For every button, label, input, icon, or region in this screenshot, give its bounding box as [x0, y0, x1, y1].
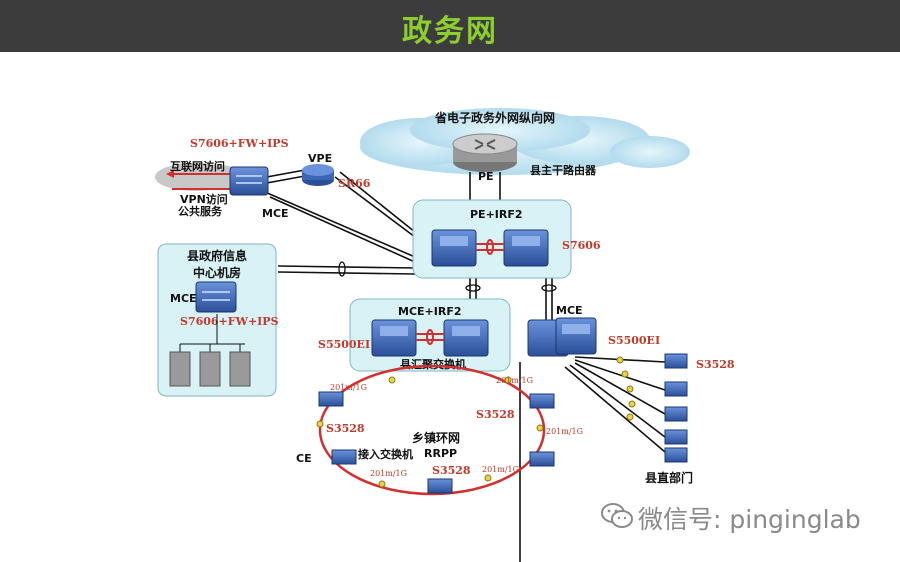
vpn-access-label-2: 公共服务	[178, 204, 223, 218]
s7606-label: S7606	[562, 239, 601, 252]
ring-switch-left-model: S3528	[326, 422, 365, 435]
vpn-access-label-1: VPN访问	[180, 192, 228, 206]
server-icon	[229, 351, 251, 387]
mce-switch-left-icon	[371, 319, 417, 357]
dept-switch-icon	[664, 353, 688, 369]
county-gov-title-1: 县政府信息	[187, 248, 247, 263]
aggregation-switch-label: 县汇聚交换机	[400, 357, 466, 371]
vpe-model: SR66	[338, 177, 371, 190]
ring-link-markers	[316, 376, 544, 488]
server-icon	[199, 351, 221, 387]
watermark: 微信号: pinginglab	[600, 500, 890, 536]
link-label: 201m/1G	[482, 465, 519, 474]
ring-switch-icon	[331, 449, 357, 465]
pe-irf-label: PE+IRF2	[470, 208, 523, 221]
top-left-model: S7606+FW+IPS	[190, 137, 289, 150]
link-label: 201m/1G	[330, 383, 367, 392]
ring-protocol: RRPP	[424, 447, 457, 460]
dept-edge-model: S3528	[696, 358, 735, 371]
mce-irf-link	[416, 329, 444, 345]
ring-switch-icons	[318, 391, 555, 494]
dept-switch-icons	[664, 353, 688, 463]
dept-switch-icon	[664, 429, 688, 445]
pe-switch-right-icon	[503, 229, 549, 267]
county-gov-title-2: 中心机房	[193, 265, 241, 280]
internet-access-label: 互联网访问	[170, 159, 225, 173]
vpe-label: VPE	[308, 152, 332, 165]
ring-switch-icon	[427, 478, 453, 494]
mce-irf-model: S5500EI	[318, 338, 370, 351]
ring-switch-icon	[318, 391, 344, 407]
core-router-icon	[452, 133, 518, 172]
wechat-icon	[601, 503, 633, 528]
network-diagram: 省电子政务外网纵向网 县主干路由器 PE	[155, 108, 735, 562]
core-router-label: 县主干路由器	[530, 163, 597, 177]
link-label: 201m/1G	[496, 376, 533, 385]
pe-label: PE	[478, 170, 494, 183]
watermark-account: pinginglab	[729, 505, 861, 534]
dept-switch-icon	[664, 406, 688, 422]
title-bar: 政务网	[0, 0, 900, 52]
ring-switch-icon	[529, 393, 555, 409]
dept-switch-icon	[664, 447, 688, 463]
mce-irf-label: MCE+IRF2	[398, 305, 461, 318]
ring-switch-right-model: S3528	[476, 408, 515, 421]
mce-right-switch-icon-2	[555, 317, 597, 355]
top-left-mce-label: MCE	[262, 207, 289, 220]
server-icons	[169, 351, 251, 387]
server-icon	[169, 351, 191, 387]
ce-label: CE	[296, 452, 312, 465]
cloud-label: 省电子政务外网纵向网	[434, 110, 555, 125]
township-ring	[318, 364, 546, 496]
mce-right-model: S5500EI	[608, 334, 660, 347]
pe-irf-link	[476, 239, 504, 255]
watermark-prefix: 微信号:	[638, 505, 722, 534]
top-left-mce-switch-icon	[229, 166, 269, 196]
county-gov-switch-icon	[195, 281, 237, 313]
dept-label: 县直部门	[645, 470, 693, 485]
page-title: 政务网	[402, 14, 498, 49]
county-gov-model: S7606+FW+IPS	[180, 315, 279, 328]
link-label: 201m/1G	[546, 427, 583, 436]
mce-right-label: MCE	[556, 304, 583, 317]
dept-link-markers	[616, 356, 636, 421]
link-label: 201m/1G	[370, 469, 407, 478]
vpe-router-icon	[302, 164, 334, 186]
dept-switch-icon	[664, 381, 688, 397]
ring-title: 乡镇环网	[412, 430, 460, 445]
pe-switch-left-icon	[431, 229, 477, 267]
access-switch-label: 接入交换机	[358, 447, 413, 461]
mce-switch-right-icon	[443, 319, 489, 357]
link-bundle-markers	[338, 261, 557, 292]
county-gov-mce-label: MCE	[170, 292, 197, 305]
ring-switch-icon	[529, 451, 555, 467]
ring-switch-bottom-model: S3528	[432, 464, 471, 477]
